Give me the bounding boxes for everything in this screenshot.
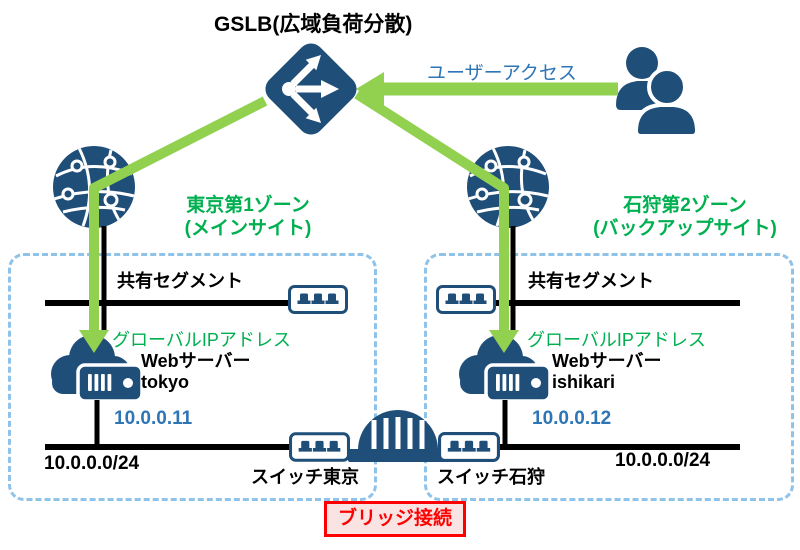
global-ip-label-tokyo: グローバルIPアドレス [112, 330, 291, 350]
shared-segment-label-ishikari: 共有セグメント [528, 271, 654, 291]
server-label-tokyo: Webサーバー [141, 351, 251, 371]
subnet-label-tokyo: 10.0.0.0/24 [44, 453, 140, 474]
switch-icon-ishikari [438, 432, 500, 462]
cloud-server-icon-tokyo [51, 335, 144, 403]
server-host-ishikari: ishikari [552, 372, 616, 393]
zone-title-tokyo-subtitle: (メインサイト) [184, 218, 312, 240]
server-host-tokyo: tokyo [141, 372, 190, 393]
switch-icon-shared-tokyo [288, 285, 348, 314]
zone-title-ishikari-name: 石狩第2ゾーン [623, 195, 747, 216]
traffic-path-ishikari [354, 89, 509, 336]
switch-label-ishikari: スイッチ石狩 [437, 467, 545, 487]
zone-title-ishikari: 石狩第2ゾーン (バックアップサイト) [576, 194, 794, 240]
server-ip-ishikari: 10.0.0.12 [532, 408, 612, 429]
user-access-label: ユーザーアクセス [427, 63, 577, 84]
zone-title-ishikari-subtitle: (バックアップサイト) [593, 218, 777, 240]
arrowhead-down-tokyo [79, 330, 109, 353]
switch-icon-shared-ishikari [436, 285, 496, 314]
arrowhead-down-ishikari [489, 330, 519, 353]
arrowhead-left-user-access [356, 72, 384, 106]
zone-title-tokyo: 東京第1ゾーン (メインサイト) [148, 194, 348, 240]
bridge-icon [348, 410, 452, 462]
page-title: GSLB(広域負荷分散) [214, 13, 413, 36]
switch-label-tokyo: スイッチ東京 [251, 467, 359, 487]
shared-segment-label-tokyo: 共有セグメント [117, 271, 243, 291]
switch-icon-tokyo [289, 432, 350, 462]
zone-box-ishikari [424, 253, 794, 501]
server-ip-tokyo: 10.0.0.11 [114, 408, 193, 429]
gslb-load-balancer-icon [265, 43, 357, 135]
traffic-path-tokyo [89, 96, 268, 336]
global-ip-label-ishikari: グローバルIPアドレス [527, 330, 706, 350]
users-icon [616, 47, 698, 137]
server-label-ishikari: Webサーバー [552, 351, 662, 371]
zone-box-tokyo [8, 253, 377, 501]
cloud-server-icon-ishikari [459, 335, 552, 403]
server-name-tokyo: Webサーバー tokyo [141, 351, 251, 393]
subnet-label-ishikari: 10.0.0.0/24 [615, 450, 711, 471]
server-name-ishikari: Webサーバー ishikari [552, 351, 662, 393]
bridge-connection-badge: ブリッジ接続 [324, 501, 467, 537]
zone-title-tokyo-name: 東京第1ゾーン [186, 195, 310, 216]
